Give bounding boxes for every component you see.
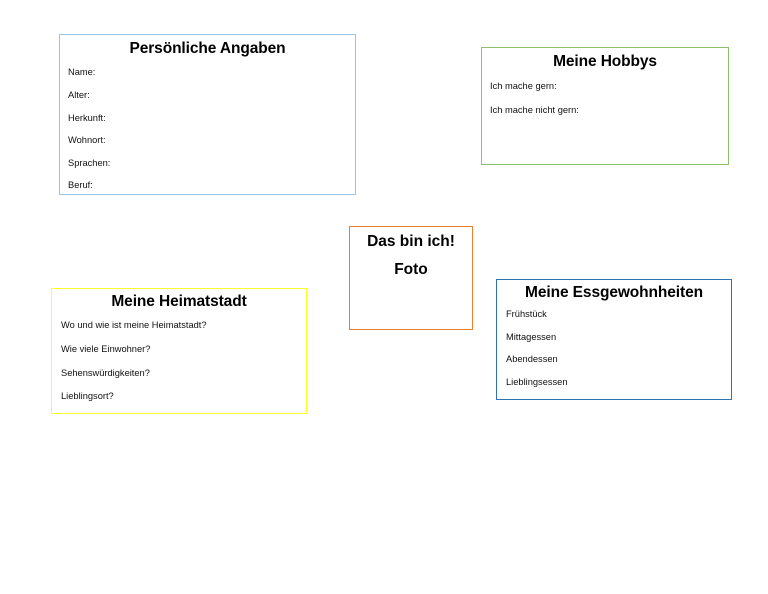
field-label-wohnort: Wohnort: [68,135,106,146]
photo-placeholder-label: Foto [394,260,428,278]
field-label-ich-mache-nicht-gern: Ich mache nicht gern: [490,104,579,115]
field-list-meine-heimatstadt: Wo und wie ist meine Heimatstadt? Wie vi… [52,321,306,401]
card-meine-hobbys: Meine Hobbys Ich mache gern: Ich mache n… [481,47,729,165]
card-title-meine-heimatstadt: Meine Heimatstadt [111,293,247,310]
card-meine-heimatstadt: Meine Heimatstadt Wo und wie ist meine H… [51,288,307,414]
field-label-herkunft: Herkunft: [68,112,106,123]
card-persoenliche-angaben: Persönliche Angaben Name: Alter: Herkunf… [59,34,356,195]
field-label-mittagessen: Mittagessen [506,331,557,342]
field-label-beruf: Beruf: [68,180,93,191]
field-label-fruehstueck: Frühstück [506,309,547,320]
field-label-ich-mache-gern: Ich mache gern: [490,81,557,92]
field-label-lieblingsort: Lieblingsort? [61,391,114,402]
field-label-name: Name: [68,67,96,78]
card-das-bin-ich-foto: Das bin ich! Foto [349,226,473,330]
card-meine-essgewohnheiten: Meine Essgewohnheiten Frühstück Mittages… [496,279,732,400]
card-title-das-bin-ich: Das bin ich! [367,233,455,250]
field-label-alter: Alter: [68,89,90,100]
field-label-abendessen: Abendessen [506,354,558,365]
field-list-persoenliche-angaben: Name: Alter: Herkunft: Wohnort: Sprachen… [60,67,355,191]
card-title-meine-hobbys: Meine Hobbys [553,53,657,70]
field-label-einwohner: Wie viele Einwohner? [61,343,151,354]
field-list-meine-hobbys: Ich mache gern: Ich mache nicht gern: [482,82,728,115]
field-label-sehenswuerdigkeiten: Sehenswürdigkeiten? [61,367,150,378]
field-label-sprachen: Sprachen: [68,157,111,168]
field-label-wo-und-wie: Wo und wie ist meine Heimatstadt? [61,320,207,331]
field-list-meine-essgewohnheiten: Frühstück Mittagessen Abendessen Lieblin… [497,310,731,387]
field-label-lieblingsessen: Lieblingsessen [506,376,568,387]
card-title-meine-essgewohnheiten: Meine Essgewohnheiten [525,284,703,301]
card-title-persoenliche-angaben: Persönliche Angaben [129,40,286,57]
